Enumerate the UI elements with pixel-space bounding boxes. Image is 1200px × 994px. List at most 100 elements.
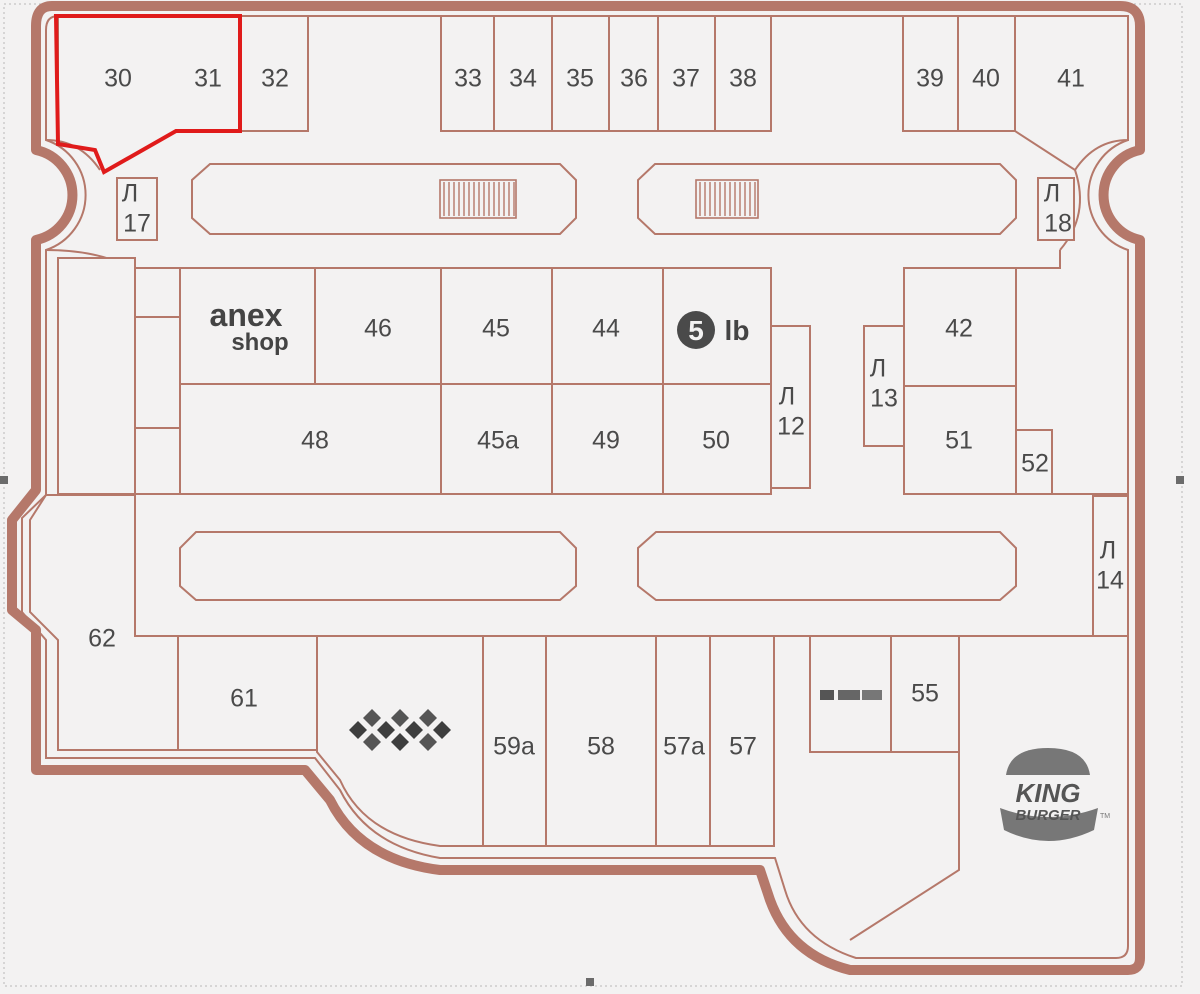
upper-right-void	[637, 163, 1017, 235]
label-36: 36	[620, 65, 648, 93]
diamond-shape	[419, 733, 437, 751]
lift-12-number: 12	[777, 413, 805, 441]
unit-57[interactable]	[709, 635, 775, 847]
lift-labels: Л 17 Л 18 Л 12 Л 13 Л 14	[122, 180, 1124, 595]
label-45a: 45a	[477, 427, 519, 455]
label-48: 48	[301, 427, 329, 455]
resize-handle-left[interactable]	[0, 476, 8, 484]
unit-44[interactable]	[551, 267, 664, 385]
5lb-logo-text: lb	[725, 315, 750, 346]
unit-anex-shop[interactable]	[179, 267, 316, 385]
highlighted-unit-30-31[interactable]	[53, 14, 242, 175]
unit-36[interactable]	[608, 15, 659, 132]
label-49: 49	[592, 427, 620, 455]
label-35: 35	[566, 65, 594, 93]
anex-logo-line2: shop	[231, 329, 288, 356]
diamond-shape	[363, 733, 381, 751]
unit-35[interactable]	[551, 15, 610, 132]
unit-59a[interactable]	[482, 635, 547, 847]
5lb-logo-icon: 5 lb	[677, 311, 749, 349]
label-42: 42	[945, 315, 973, 343]
lift-17[interactable]	[116, 177, 158, 241]
label-46: 46	[364, 315, 392, 343]
label-30: 30	[104, 65, 132, 93]
lift-14[interactable]	[1092, 495, 1129, 637]
lift-14-number: 14	[1096, 567, 1124, 595]
small-unit-b[interactable]	[134, 316, 181, 429]
label-61: 61	[230, 685, 258, 713]
king-burger-line2: BURGER	[1015, 807, 1080, 824]
inner-wall	[21, 15, 1129, 959]
outer-wall	[7, 1, 1145, 975]
label-52: 52	[1021, 450, 1049, 478]
unit-48[interactable]	[179, 383, 442, 495]
label-51: 51	[945, 427, 973, 455]
resize-handle-right[interactable]	[1176, 476, 1184, 484]
left-side-unit	[57, 257, 136, 495]
escalator-upper-right	[695, 179, 759, 219]
lift-17-letter: Л	[122, 180, 138, 208]
label-62: 62	[88, 625, 116, 653]
unit-41[interactable]	[1014, 15, 1129, 172]
label-45: 45	[482, 315, 510, 343]
diamond-shape	[349, 721, 367, 739]
lift-18-number: 18	[1044, 210, 1072, 238]
top-units	[45, 15, 1129, 251]
lift-13-number: 13	[870, 385, 898, 413]
unit-32[interactable]	[239, 15, 309, 132]
small-unit-a[interactable]	[134, 267, 181, 318]
label-55: 55	[911, 680, 939, 708]
label-57a: 57a	[663, 733, 705, 761]
unit-labels: 30 31 32 33 34 35 36 37 38 39 40 41 46 4…	[88, 65, 1085, 761]
lift-12[interactable]	[770, 325, 811, 489]
lift-18[interactable]	[1037, 177, 1075, 241]
king-burger-line1: KING	[1016, 778, 1081, 808]
unit-40[interactable]	[957, 15, 1016, 132]
lift-18-letter: Л	[1044, 180, 1060, 208]
label-59a: 59a	[493, 733, 535, 761]
unit-33[interactable]	[440, 15, 495, 132]
unit-39[interactable]	[902, 15, 959, 132]
label-32: 32	[261, 65, 289, 93]
diamond-shape	[419, 709, 437, 727]
label-37: 37	[672, 65, 700, 93]
unit-62[interactable]	[29, 494, 179, 751]
unit-37[interactable]	[657, 15, 716, 132]
unit-49[interactable]	[551, 383, 664, 495]
label-50: 50	[702, 427, 730, 455]
anex-logo-line1: anex	[210, 297, 283, 333]
diamond-shape	[391, 733, 409, 751]
unit-57a[interactable]	[655, 635, 711, 847]
unit-46[interactable]	[314, 267, 442, 385]
small-unit-c[interactable]	[134, 427, 181, 495]
lower-units	[135, 635, 1093, 941]
label-57: 57	[729, 733, 757, 761]
label-39: 39	[916, 65, 944, 93]
unit-61[interactable]	[177, 635, 318, 751]
lift-14-letter: Л	[1100, 537, 1116, 565]
label-38: 38	[729, 65, 757, 93]
right-upper-block	[863, 250, 1129, 637]
lower-right-void	[637, 531, 1017, 601]
label-34: 34	[509, 65, 537, 93]
label-33: 33	[454, 65, 482, 93]
label-41: 41	[1057, 65, 1085, 93]
label-40: 40	[972, 65, 1000, 93]
diamond-shape	[377, 721, 395, 739]
label-44: 44	[592, 315, 620, 343]
small-brand-logo-icon	[820, 690, 882, 700]
unit-55[interactable]	[890, 635, 960, 753]
diamond-shape	[363, 709, 381, 727]
resize-handle-bottom[interactable]	[586, 978, 594, 986]
central-upper-block	[134, 267, 811, 495]
unit-52[interactable]	[1015, 429, 1053, 495]
diamond-shape	[391, 709, 409, 727]
unit-38[interactable]	[714, 15, 772, 132]
lift-13-letter: Л	[870, 355, 886, 383]
diamond-pattern-logo-icon	[349, 709, 451, 751]
unit-34[interactable]	[493, 15, 553, 132]
upper-left-void	[191, 163, 577, 235]
diamond-shape	[405, 721, 423, 739]
